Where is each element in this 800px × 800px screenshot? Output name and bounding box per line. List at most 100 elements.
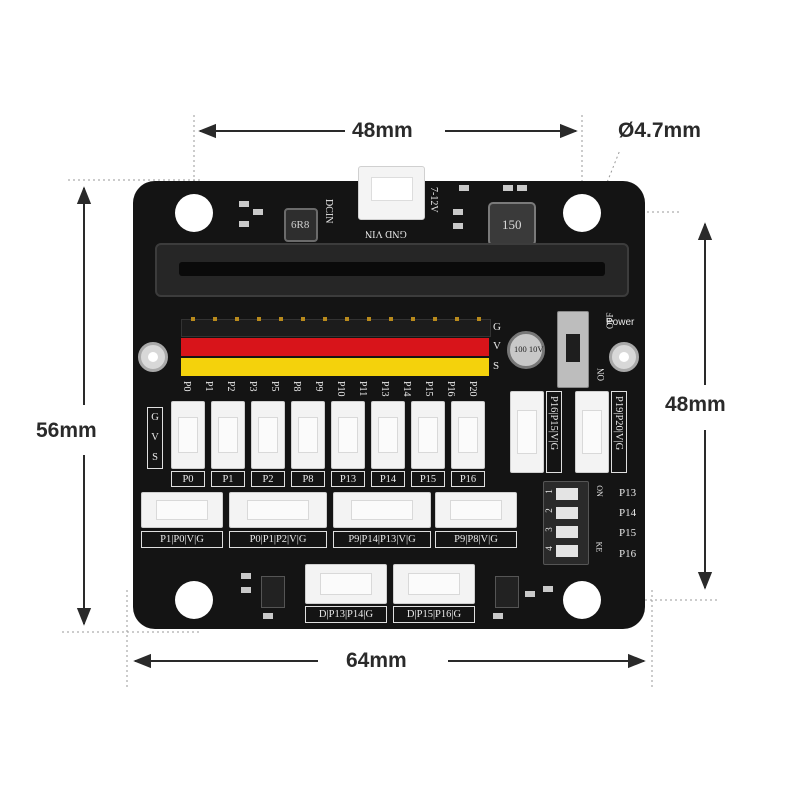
connector-4pin-2[interactable] [435, 492, 517, 528]
dip-switch[interactable] [543, 481, 589, 565]
mounting-hole-top-right [563, 194, 601, 232]
rail-label-v: V [493, 340, 501, 352]
header-pin-label: P5 [269, 381, 280, 392]
header-pin-label: P1 [203, 381, 214, 392]
connector-p16-p15-label: P16|P15|V|G [546, 391, 562, 473]
header-pin-label: P20 [467, 381, 478, 397]
power-label: Power [606, 317, 635, 328]
capacitor-label: 100 10V [514, 344, 544, 354]
connector-bottom-right[interactable] [393, 564, 475, 604]
voltage-label: 7-12V [428, 187, 439, 213]
dip-pin-label-p13: P13 [619, 487, 637, 499]
header-pin-label: P14 [401, 381, 412, 397]
smd-part [459, 185, 469, 191]
connector-p1[interactable] [211, 401, 245, 469]
hole-diameter-label: Ø4.7mm [618, 119, 701, 142]
connector-5pin-2[interactable] [333, 492, 431, 528]
pin-heads [191, 317, 481, 321]
header-pin-label: P9 [313, 381, 324, 392]
connector-4pin-2-label: P9|P8|V|G [435, 531, 517, 548]
connector-p8[interactable] [291, 401, 325, 469]
connector-4pin-1-label: P1|P0|V|G [141, 531, 223, 548]
pin-row-black [181, 319, 491, 337]
connector-p16[interactable] [451, 401, 485, 469]
expansion-board: 6R8 150 DCIN 7-12V GND VIN G V S P0 P1 P… [133, 166, 645, 629]
gvs-label-g: G [151, 412, 159, 423]
inductor-6r8: 6R8 [284, 208, 318, 242]
gvs-box: G V S [147, 407, 163, 469]
connector-5pin-1-label: P0|P1|P2|V|G [229, 531, 327, 548]
connector-p19-p20[interactable] [575, 391, 609, 473]
pin-row-yellow [181, 358, 489, 376]
side-hole-right [609, 342, 639, 372]
dcin-label: DCIN [323, 199, 334, 224]
connector-p15[interactable] [411, 401, 445, 469]
header-pin-label: P3 [247, 381, 258, 392]
bottom-width-label: 64mm [346, 649, 407, 672]
gnd-vin-label: GND VIN [365, 228, 407, 239]
connector-p13[interactable] [331, 401, 365, 469]
on-label: ON [596, 368, 606, 381]
smd-part [239, 201, 249, 207]
connector-p19-p20-label: P19|P20|V|G [611, 391, 627, 473]
header-pin-label: P0 [181, 381, 192, 392]
dip-pin-label-p15: P15 [619, 527, 637, 539]
header-pin-label: P15 [423, 381, 434, 397]
smd-part [503, 185, 513, 191]
inductor-6r8-label: 6R8 [291, 219, 310, 231]
header-pin-label: P2 [225, 381, 236, 392]
connector-label: P2 [251, 471, 285, 487]
dip-number: 1 [543, 489, 554, 494]
header-pin-label: P10 [335, 381, 346, 397]
smd-part [241, 587, 251, 593]
inductor-150-label: 150 [502, 217, 522, 232]
smd-part [453, 223, 463, 229]
connector-p16-p15[interactable] [510, 391, 544, 473]
side-label: P19|P20|V|G [613, 396, 624, 451]
smd-part [525, 591, 535, 597]
connector-label: P13 [331, 471, 365, 487]
dip-pin-label-p16: P16 [619, 548, 637, 560]
connector-p2[interactable] [251, 401, 285, 469]
rail-label-s: S [493, 360, 500, 372]
ic-right [495, 576, 519, 608]
mounting-hole-bottom-right [563, 581, 601, 619]
connector-5pin-2-label: P9|P14|P13|V|G [333, 531, 431, 548]
off-label: OFF [605, 312, 615, 329]
top-width-label: 48mm [352, 119, 413, 142]
smd-part [453, 209, 463, 215]
capacitor: 100 10V [507, 331, 545, 369]
edge-connector-slot [155, 243, 629, 297]
smd-part [239, 221, 249, 227]
rail-label-g: G [493, 321, 501, 333]
connector-p0[interactable] [171, 401, 205, 469]
dc-connector [358, 166, 425, 220]
power-switch[interactable] [557, 311, 589, 388]
connector-bottom-left-label: D|P13|P14|G [305, 606, 387, 623]
smd-part [543, 586, 553, 592]
gvs-label-s: S [152, 452, 158, 463]
smd-part [493, 613, 503, 619]
connector-label: P16 [451, 471, 485, 487]
connector-label: P0 [171, 471, 205, 487]
smd-part [241, 573, 251, 579]
smd-part [263, 613, 273, 619]
mounting-hole-bottom-left [175, 581, 213, 619]
dip-pin-label-p14: P14 [619, 507, 637, 519]
right-height-label: 48mm [665, 393, 726, 416]
left-height-label: 56mm [36, 419, 97, 442]
smd-part [253, 209, 263, 215]
header-pin-label: P8 [291, 381, 302, 392]
connector-5pin-1[interactable] [229, 492, 327, 528]
header-pin-label: P16 [445, 381, 456, 397]
mounting-hole-top-left [175, 194, 213, 232]
gvs-label-v: V [151, 432, 159, 443]
connector-4pin-1[interactable] [141, 492, 223, 528]
side-label: P16|P15|V|G [548, 396, 559, 451]
connector-p14[interactable] [371, 401, 405, 469]
dip-ke-label: KE [594, 541, 604, 553]
header-pin-label: P11 [357, 381, 368, 397]
pin-row-red [181, 338, 489, 356]
connector-bottom-left[interactable] [305, 564, 387, 604]
